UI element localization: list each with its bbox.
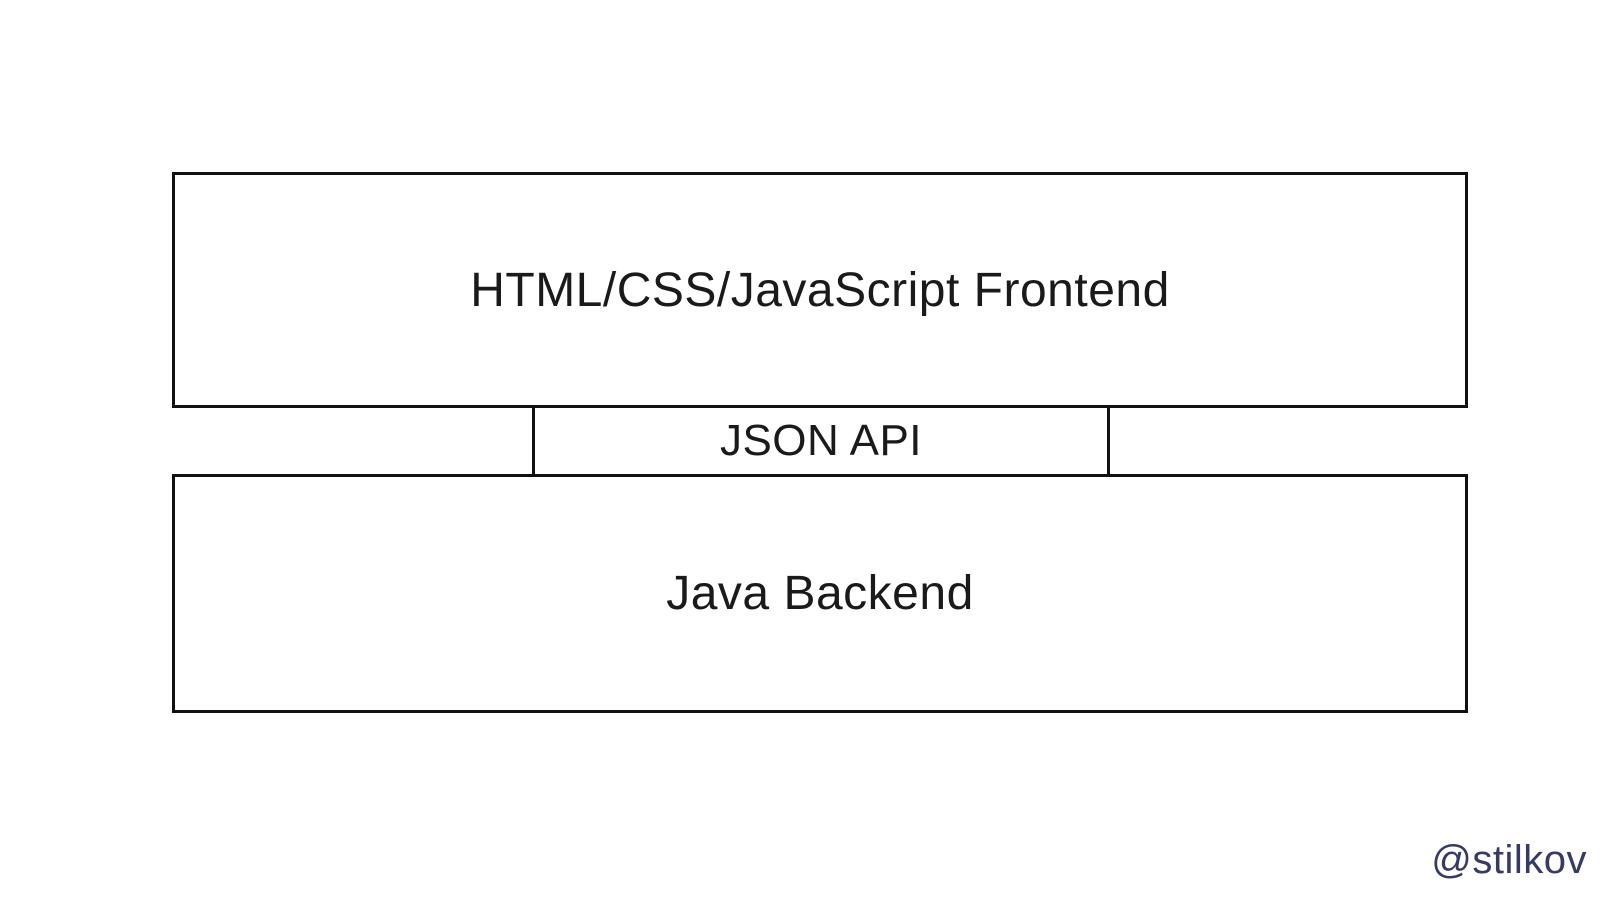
backend-box-label: Java Backend <box>666 567 974 620</box>
frontend-box-label: HTML/CSS/JavaScript Frontend <box>470 263 1170 317</box>
author-handle: @stilkov <box>1431 838 1587 882</box>
json-api-box: JSON API <box>532 405 1110 477</box>
backend-box: Java Backend <box>172 474 1468 713</box>
frontend-box: HTML/CSS/JavaScript Frontend <box>172 172 1468 408</box>
json-api-box-label: JSON API <box>719 416 923 465</box>
